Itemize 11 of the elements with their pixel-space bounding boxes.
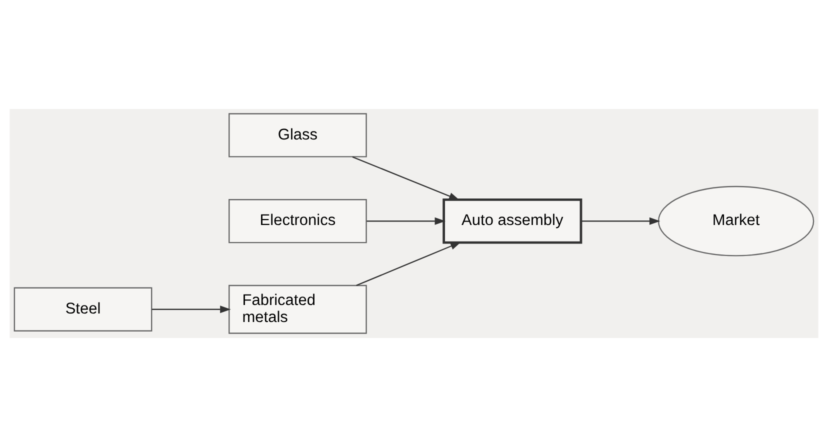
arrow	[366, 217, 446, 225]
node-box: Glass	[228, 113, 367, 158]
node-box: Electronics	[228, 199, 367, 244]
arrow	[581, 217, 660, 225]
node-box: Fabricated metals	[228, 284, 367, 334]
arrow	[352, 156, 460, 200]
node-box: Auto assembly	[442, 198, 582, 244]
arrow	[152, 306, 231, 314]
node-ellipse: Market	[658, 186, 814, 256]
node-box: Steel	[14, 287, 152, 332]
arrow	[356, 242, 462, 286]
